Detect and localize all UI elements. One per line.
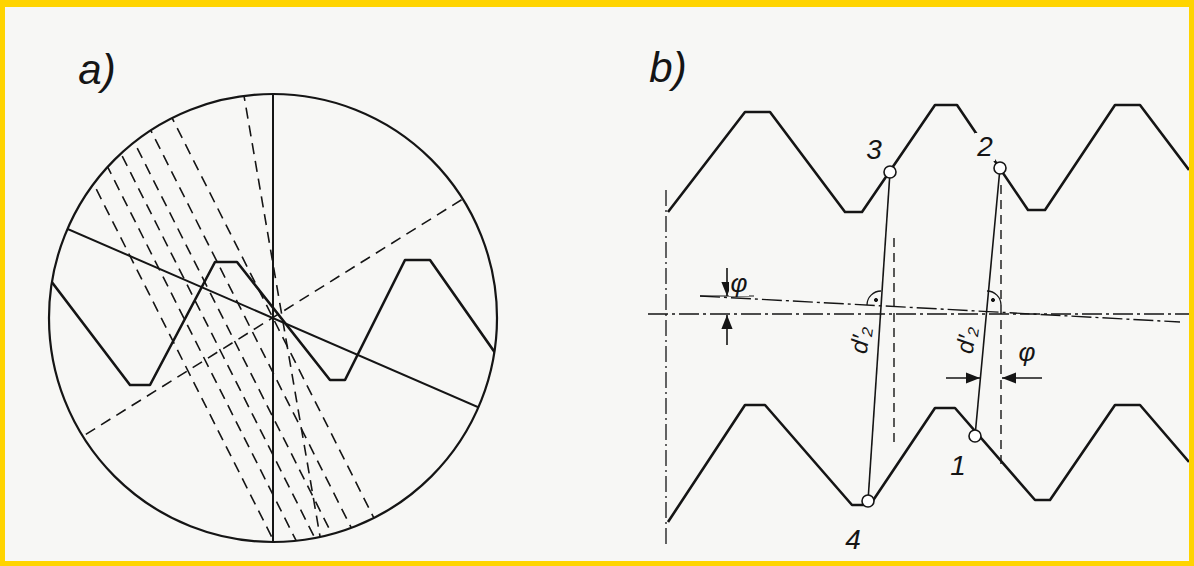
- point-number: 3: [864, 136, 884, 164]
- angle-symbol: φ: [1017, 339, 1038, 365]
- drawing-frame: a) b) 3 2 φ d′₂ d′₂ φ 1 4: [5, 7, 1189, 561]
- thread-illustration: [5, 7, 1189, 561]
- microscope-field: [40, 90, 510, 561]
- thread-profile: [648, 105, 1189, 548]
- point-number: 4: [843, 526, 863, 554]
- angle-symbol: φ: [729, 270, 750, 296]
- panel-letter: a): [76, 49, 117, 91]
- diameter-label: d′₂: [952, 323, 980, 357]
- point-number: 2: [975, 133, 995, 161]
- panel-letter: b): [647, 47, 688, 89]
- diameter-label: d′₂: [846, 323, 874, 357]
- point-number: 1: [948, 452, 968, 480]
